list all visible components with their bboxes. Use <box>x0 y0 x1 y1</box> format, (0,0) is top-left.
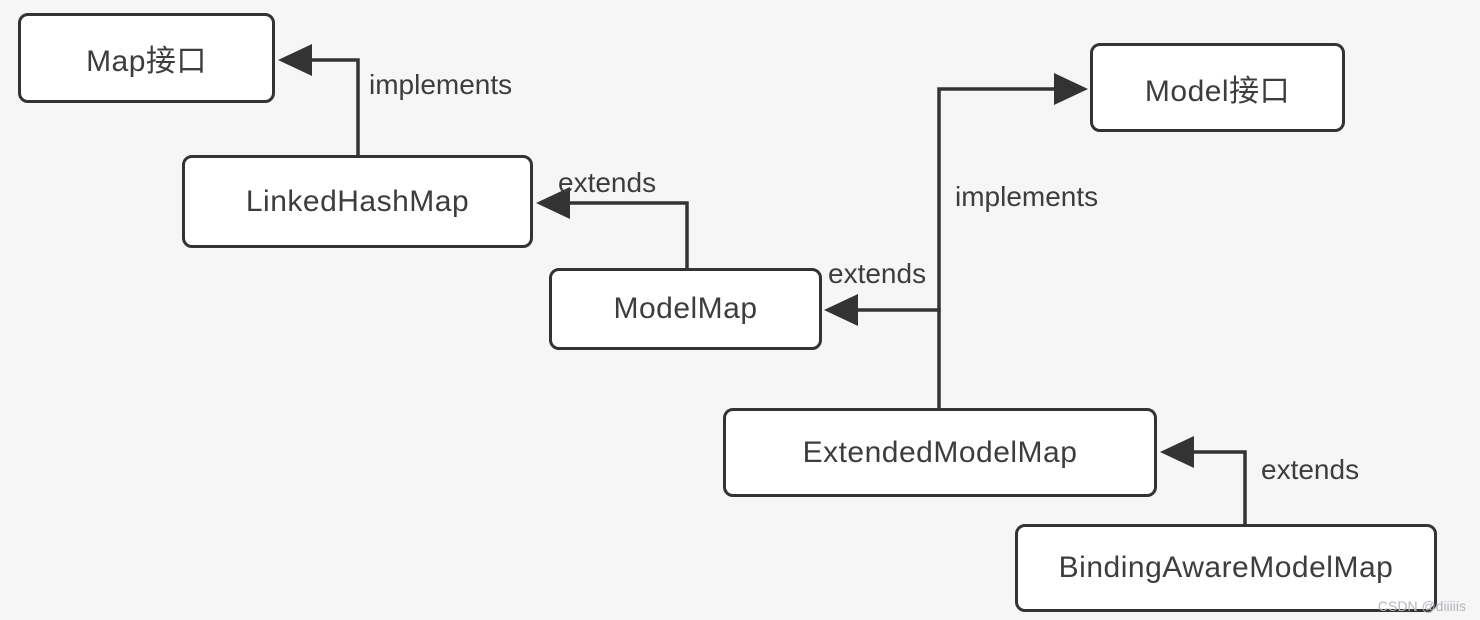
edge-modelmap-extends-linkedhashmap-arrowhead-icon <box>536 187 570 219</box>
edge-label-extends-extendedmodelmap: extends <box>1261 454 1360 485</box>
edge-label-implements-model: implements <box>955 181 1099 212</box>
edge-linkedhashmap-implements-map-line <box>310 58 360 159</box>
node-linked-hash-map: LinkedHashMap <box>182 155 533 248</box>
edge-extendedmodelmap-extends-modelmap-arrowhead-icon <box>824 294 858 326</box>
node-map-interface: Map接口 <box>18 13 275 103</box>
edge-linkedhashmap-implements-map-arrowhead-icon <box>278 44 312 76</box>
node-model-interface: Model接口 <box>1090 43 1345 132</box>
node-model-map: ModelMap <box>549 268 822 350</box>
edge-extendedmodelmap-implements-model-arrowhead-icon <box>1054 73 1088 105</box>
edge-modelmap-extends-linkedhashmap-line <box>568 201 689 270</box>
edge-label-extends-modelmap: extends <box>828 258 927 289</box>
edge-label-extends-linkedhashmap: extends <box>558 167 657 198</box>
edge-label-implements-map: implements <box>369 69 513 100</box>
edge-bindingawaremodelmap-extends-extendedmodelmap-line <box>1192 450 1247 526</box>
edge-extendedmodelmap-implements-model-line <box>937 87 1056 410</box>
edge-bindingawaremodelmap-extends-extendedmodelmap-arrowhead-icon <box>1160 436 1194 468</box>
node-binding-aware-model-map: BindingAwareModelMap <box>1015 524 1437 612</box>
node-extended-model-map: ExtendedModelMap <box>723 408 1157 497</box>
csdn-watermark: CSDN @diiiiis <box>1377 598 1466 614</box>
